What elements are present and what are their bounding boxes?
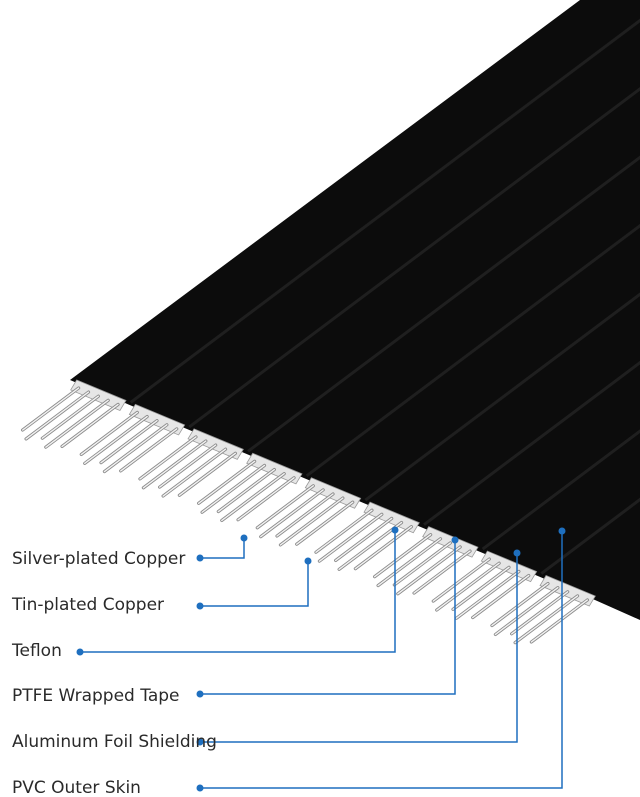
conductor-highlight <box>100 419 158 464</box>
conductor-highlight <box>237 477 295 521</box>
dot-marker <box>196 554 204 562</box>
conductor-highlight <box>494 586 559 636</box>
conductor-highlight <box>354 525 413 570</box>
label-pvc-outer-skin: PVC Outer Skin <box>12 778 141 797</box>
dot-marker <box>196 602 204 610</box>
channel-stripe <box>188 87 640 429</box>
leader-lines <box>80 530 563 789</box>
channel-stripe <box>481 429 640 551</box>
label-tin-plated-copper: Tin-plated Copper <box>11 595 164 615</box>
conductor-highlight <box>201 464 266 513</box>
ribbon-stripes <box>129 18 640 575</box>
conductor-highlight <box>197 460 256 505</box>
dot-marker <box>76 648 84 656</box>
conductor-highlight <box>45 399 109 448</box>
dot-marker <box>196 738 204 746</box>
conductor-highlight <box>413 550 471 594</box>
dot-marker <box>240 534 248 542</box>
conductor-highlight <box>142 440 207 489</box>
conductor-highlight <box>377 538 442 587</box>
dot-marker <box>196 690 204 698</box>
leader-silver <box>200 538 245 559</box>
leader-foil <box>200 553 518 743</box>
conductor-highlight <box>334 517 393 562</box>
conductor-highlight <box>217 468 276 513</box>
conductor-highlight <box>455 570 520 619</box>
conductor-highlight <box>256 485 314 529</box>
label-teflon: Teflon <box>11 641 62 661</box>
conductor-highlight <box>80 411 138 456</box>
conductor-highlight <box>178 452 237 497</box>
conductor-highlight <box>25 391 90 440</box>
conductor-highlight <box>472 574 530 619</box>
conductor-highlight <box>510 591 569 635</box>
conductor-highlight <box>139 436 197 480</box>
conductor-highlight <box>514 595 579 644</box>
conductor-highlight <box>61 403 119 448</box>
leader-pvc <box>200 531 563 789</box>
channel-stripe <box>129 18 640 404</box>
channel-stripe <box>364 292 640 502</box>
conductor-highlight <box>397 546 461 595</box>
conductor-highlight <box>296 501 354 545</box>
conductor-highlight <box>452 566 510 611</box>
conductor-highlight <box>41 395 100 439</box>
conductor-highlight <box>21 387 80 431</box>
conductor-highlight <box>530 599 589 643</box>
leader-ptfe <box>200 540 456 695</box>
conductor-highlight <box>103 424 168 473</box>
exposed-conductors <box>21 386 589 645</box>
leader-tin <box>200 561 309 607</box>
conductor-highlight <box>260 489 324 538</box>
channel-stripe <box>247 155 640 453</box>
dot-marker <box>196 784 204 792</box>
conductor-highlight <box>162 448 227 497</box>
dot-marker <box>451 536 459 544</box>
conductor-highlight <box>338 521 403 571</box>
conductor-highlight <box>315 509 373 553</box>
leader-dots <box>76 526 566 792</box>
dot-marker <box>304 557 312 565</box>
conductor-highlight <box>318 513 383 562</box>
conductor-highlight <box>436 562 500 611</box>
conductor-highlight <box>393 542 452 586</box>
conductor-highlight <box>432 558 490 602</box>
conductor-highlight <box>279 497 344 546</box>
conductor-highlight <box>84 415 148 465</box>
conductor-highlight <box>120 428 178 472</box>
conductor-highlight <box>276 493 334 537</box>
dot-marker <box>513 549 521 557</box>
leader-teflon <box>80 530 396 653</box>
channel-stripe <box>305 223 640 477</box>
pvc-ribbon-body <box>70 0 640 620</box>
dot-marker <box>391 526 399 534</box>
conductor-highlight <box>158 444 217 488</box>
label-ptfe-wrapped-tape: PTFE Wrapped Tape <box>12 686 180 706</box>
channel-stripe <box>423 360 640 526</box>
label-silver-plated-copper: Silver-plated Copper <box>12 549 185 569</box>
label-aluminum-foil-shielding: Aluminum Foil Shielding <box>12 732 217 752</box>
conductor-highlight <box>491 582 549 627</box>
conductor-highlight <box>221 472 285 522</box>
dot-marker <box>558 527 566 535</box>
conductor-highlight <box>373 533 432 578</box>
